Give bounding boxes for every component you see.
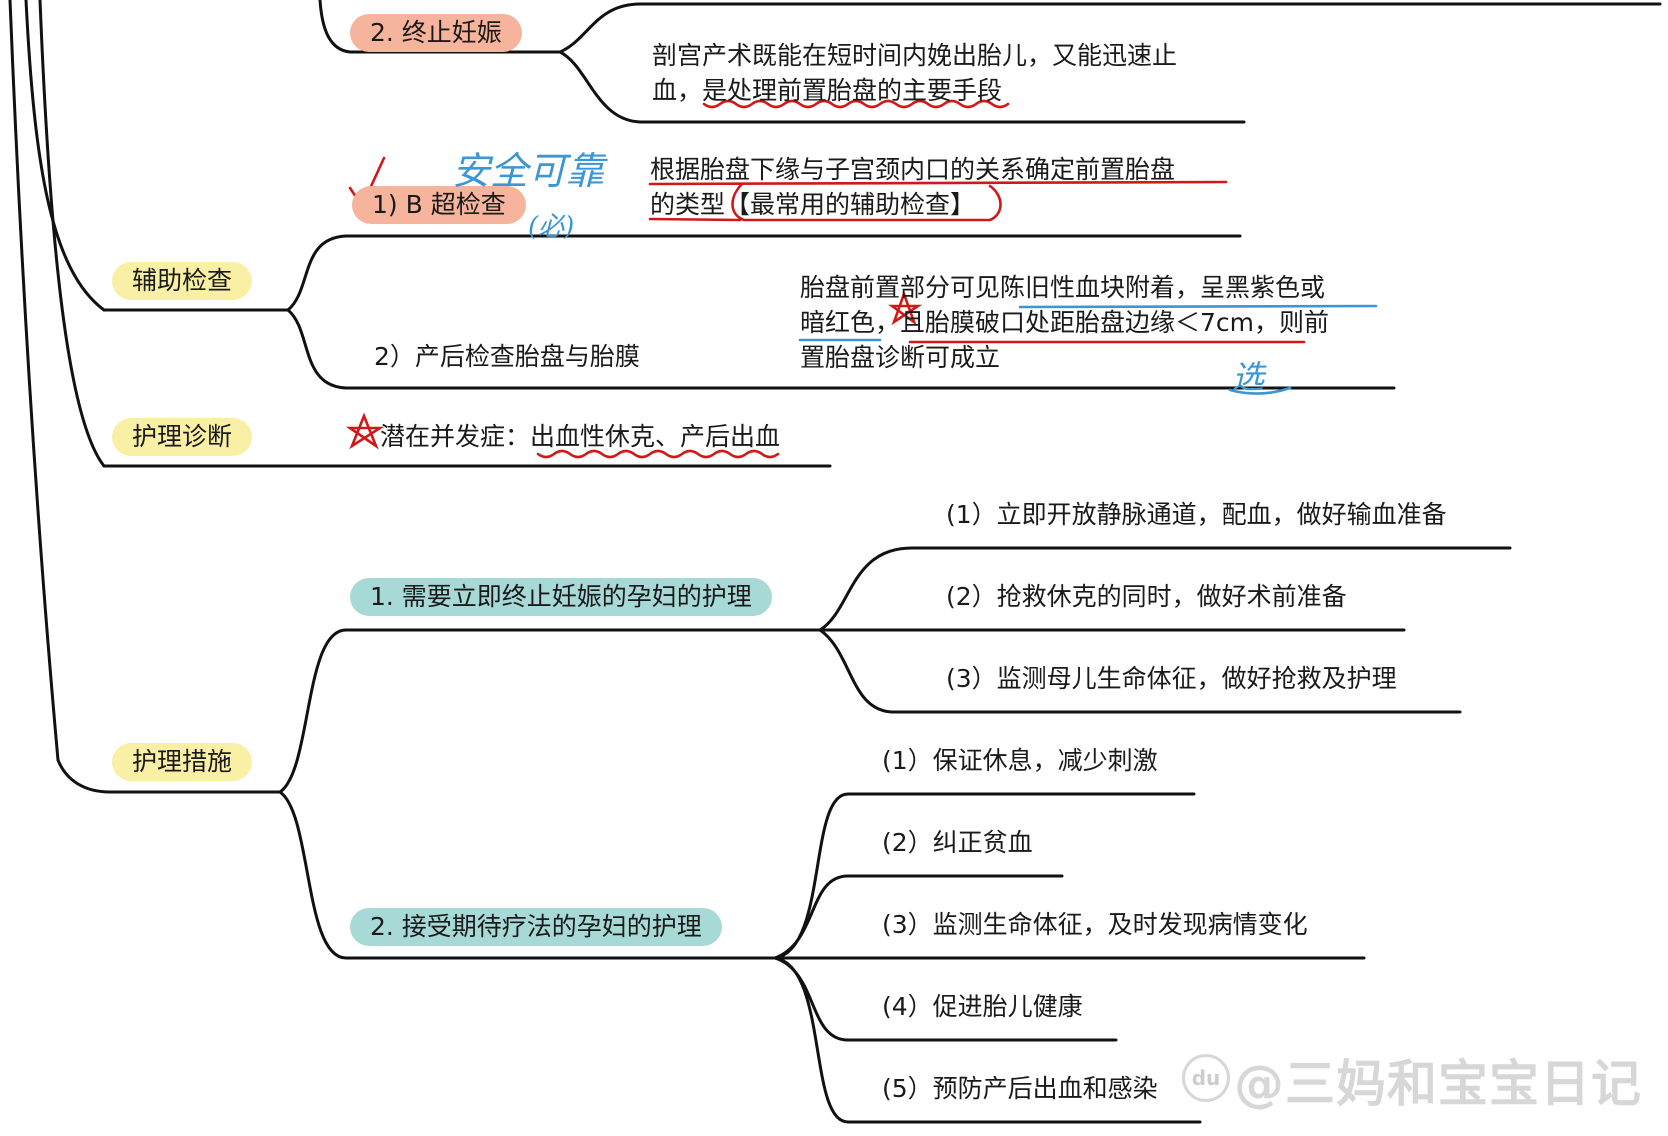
- item-line: [773, 874, 1064, 960]
- branch-line: [278, 628, 822, 794]
- note-line: 血，是处理前置胎盘的主要手段: [652, 76, 1003, 105]
- measure2-item: (4）促进胎儿健康: [882, 992, 1083, 1021]
- watermark-logo: du: [1182, 1054, 1230, 1102]
- branch-line: [558, 2, 1662, 54]
- red-outline: [731, 182, 1002, 222]
- note-postpartum: 胎盘前置部分可见陈旧性血块附着，呈黑紫色或 暗红色，且胎膜破口处距胎盘边缘＜7c…: [800, 270, 1329, 375]
- branch-line: [286, 234, 1242, 312]
- measure2-item: (1）保证休息，减少刺激: [882, 746, 1158, 775]
- item-line: [818, 546, 1512, 632]
- measure1-item: (1）立即开放静脉通道，配血，做好输血准备: [946, 500, 1447, 529]
- branch-nursing-measures: 护理措施: [112, 743, 253, 781]
- red-underline: [648, 180, 1228, 186]
- star-icon: [345, 412, 385, 450]
- handwritten-note-safe: 安全可靠: [452, 149, 605, 193]
- measure2-item: (2）纠正贫血: [882, 828, 1033, 857]
- star-icon: [888, 290, 923, 326]
- measure1-item: (3）监测母儿生命体征，做好抢救及护理: [946, 664, 1397, 693]
- measure1-item: (2）抢救休克的同时，做好术前准备: [946, 582, 1347, 611]
- handwritten-note-post: 选: [1232, 358, 1265, 396]
- note-complication: 潜在并发症：出血性休克、产后出血: [380, 422, 781, 451]
- trunk-line: [38, 0, 106, 468]
- blue-underline: [1018, 304, 1378, 309]
- note-line: 剖宫产术既能在短时间内娩出胎儿，又能迅速止: [652, 41, 1178, 70]
- branch-measure-expectant: 2. 接受期待疗法的孕妇的护理: [350, 908, 722, 946]
- trunk-line: [24, 0, 106, 312]
- branch-auxiliary-exam: 辅助检查: [112, 262, 253, 300]
- branch-line: [286, 308, 1396, 390]
- red-underline: [648, 217, 742, 222]
- note-line: 根据胎盘下缘与子宫颈内口的关系确定前置胎盘: [650, 155, 1176, 184]
- note-bscan: 根据胎盘下缘与子宫颈内口的关系确定前置胎盘 的类型【最常用的辅助检查】: [650, 152, 1175, 222]
- note-cesarean: 剖宫产术既能在短时间内娩出胎儿，又能迅速止 血，是处理前置胎盘的主要手段: [652, 38, 1177, 108]
- branch-terminate-pregnancy: 2. 终止妊娠: [350, 14, 522, 52]
- branch-nursing-diagnosis: 护理诊断: [112, 418, 253, 456]
- branch-bscan: 1) B 超检查: [352, 186, 526, 224]
- branch-postpartum-check: 2）产后检查胎盘与胎膜: [374, 342, 640, 371]
- branch-line: [558, 50, 1246, 124]
- red-wavy-underline: [536, 449, 780, 459]
- note-line: 暗红色，且胎膜破口处距胎盘边缘＜7cm，则前: [800, 308, 1330, 337]
- trunk-line: [8, 0, 60, 762]
- branch-measure-immediate: 1. 需要立即终止妊娠的孕妇的护理: [350, 578, 772, 616]
- trunk-line: [56, 758, 112, 794]
- branch-line: [318, 0, 562, 54]
- measure2-item: (5）预防产后出血和感染: [882, 1074, 1158, 1103]
- watermark-text: @三妈和宝宝日记: [1234, 1055, 1642, 1113]
- red-wavy-underline: [702, 99, 1010, 109]
- blue-underline: [1228, 386, 1292, 395]
- note-line: 置胎盘诊断可成立: [800, 343, 1001, 372]
- branch-line: [278, 790, 777, 960]
- item-line: [773, 956, 1202, 1124]
- handwritten-note-bscan: (必): [528, 212, 575, 242]
- item-line: [818, 628, 1462, 714]
- note-line: 胎盘前置部分可见陈旧性血块附着，呈黑紫色或: [800, 273, 1326, 302]
- note-line: 的类型【最常用的辅助检查】: [650, 190, 976, 219]
- measure2-item: (3）监测生命体征，及时发现病情变化: [882, 910, 1308, 939]
